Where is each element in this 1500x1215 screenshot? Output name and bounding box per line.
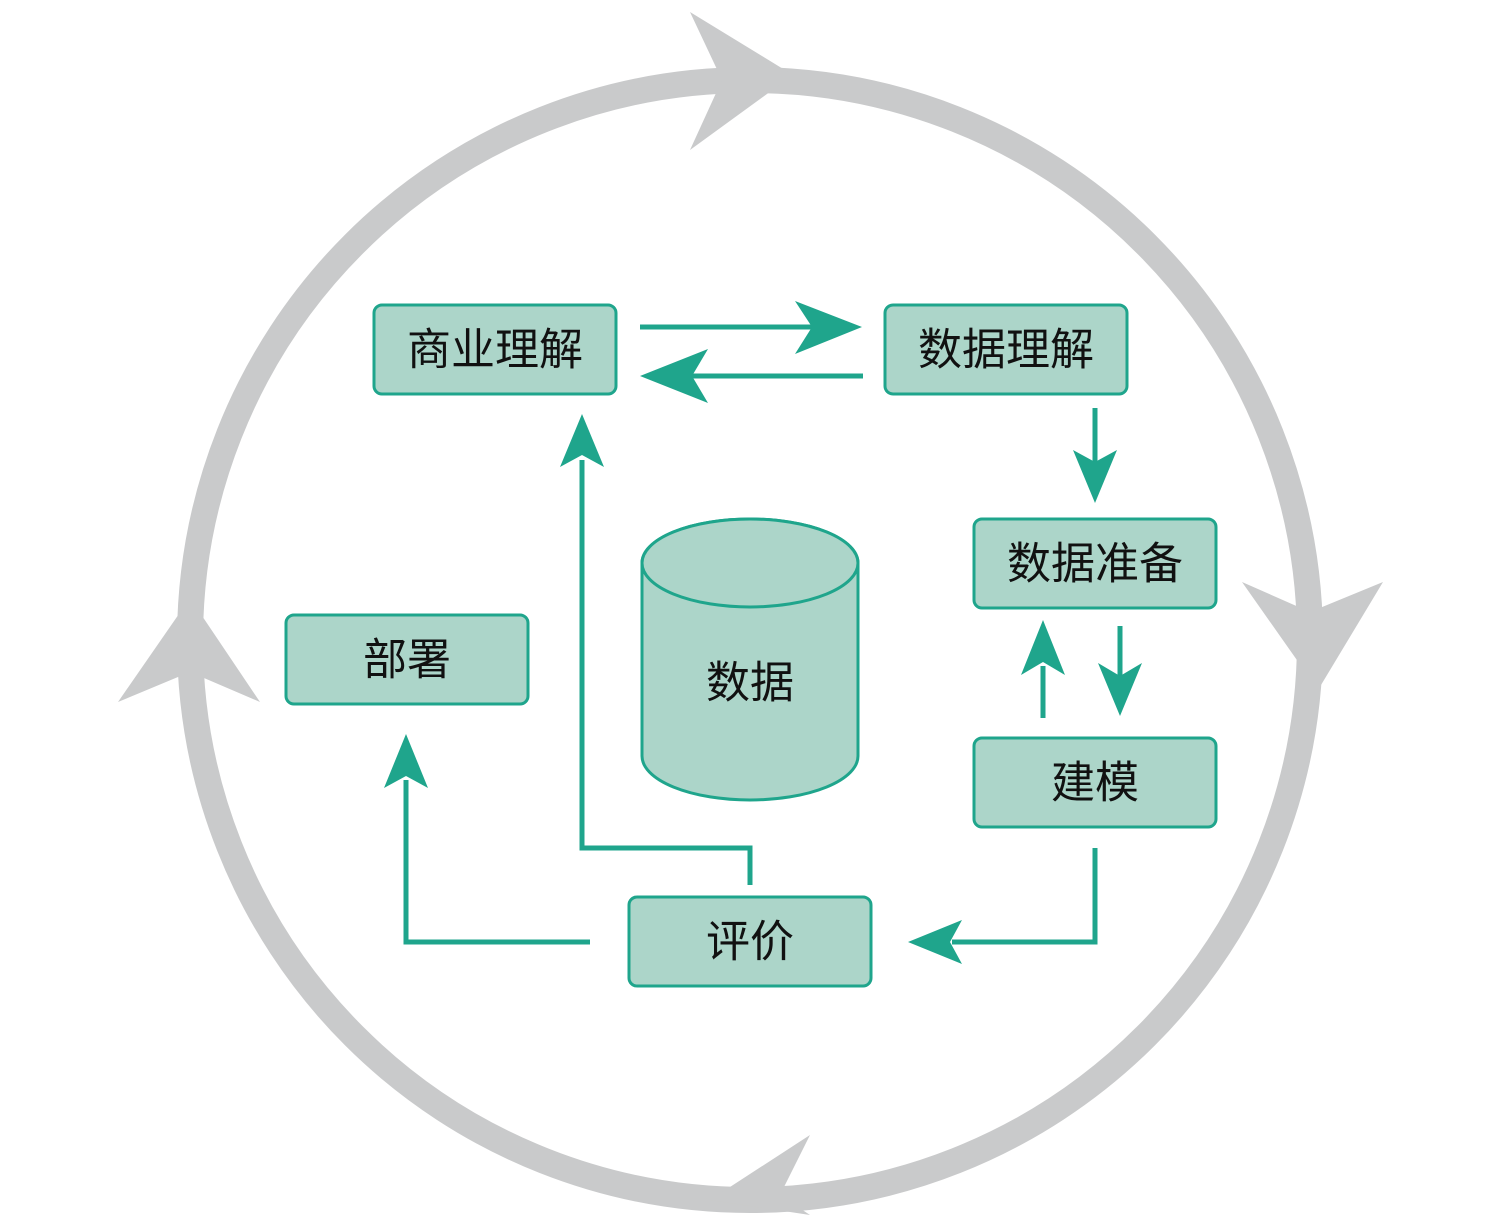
node-label: 数据理解 <box>918 325 1094 376</box>
data-store-cylinder: 数据 <box>640 517 860 802</box>
node-box <box>627 895 873 988</box>
node-box <box>972 736 1218 829</box>
arrowhead-down-icon <box>1073 450 1117 503</box>
node-label: 部署 <box>363 635 451 686</box>
arrowhead-up-icon <box>560 414 604 467</box>
node-box <box>883 303 1129 396</box>
node-box <box>284 613 530 706</box>
arrow-evaluation-to-deployment <box>403 780 590 945</box>
arrowhead-down-icon <box>1098 663 1142 716</box>
node-label: 评价 <box>706 917 794 968</box>
arrowhead-left-icon <box>640 349 708 403</box>
arrowhead-up-icon <box>384 734 428 788</box>
arrow-modeling-to-evaluation <box>952 848 1098 945</box>
cycle-arrow-left-icon <box>118 598 260 702</box>
arrowhead-up-icon <box>1021 620 1065 675</box>
node-label: 建模 <box>1051 758 1139 809</box>
node-business-understanding: 商业理解 <box>372 303 618 396</box>
outer-cycle <box>118 12 1383 1215</box>
cycle-arrow-top-icon <box>690 12 793 150</box>
node-modeling: 建模 <box>972 736 1218 829</box>
arrowhead-right-icon <box>795 301 862 354</box>
arrowhead-left-icon <box>908 920 962 964</box>
node-deployment: 部署 <box>284 613 530 706</box>
node-box <box>972 517 1218 610</box>
node-label: 数据准备 <box>1007 539 1183 590</box>
node-box <box>372 303 618 396</box>
node-label: 商业理解 <box>407 325 583 376</box>
flow-arrows <box>384 301 1142 964</box>
cycle-arrow-bottom-icon <box>710 1135 810 1215</box>
cycle-arrow-right-icon <box>1242 582 1383 690</box>
arrow-evaluation-to-business <box>579 460 753 885</box>
node-evaluation: 评价 <box>627 895 873 988</box>
node-data-preparation: 数据准备 <box>972 517 1218 610</box>
data-store-label: 数据 <box>706 658 794 709</box>
database-top <box>640 517 860 609</box>
node-data-understanding: 数据理解 <box>883 303 1129 396</box>
